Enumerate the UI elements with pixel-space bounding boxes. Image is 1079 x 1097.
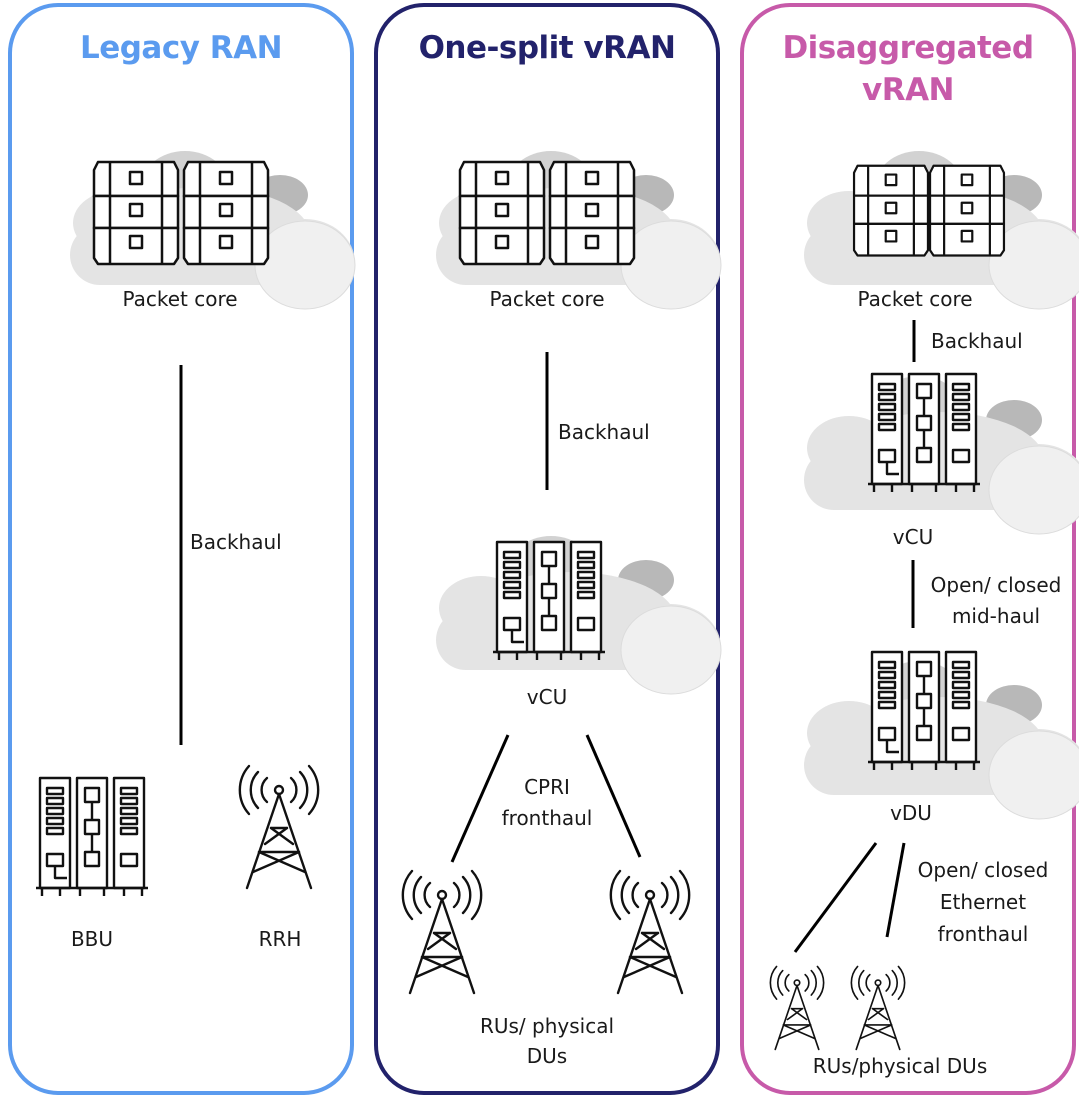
onesplit-rus-label-line2: DUs — [526, 1044, 568, 1068]
legacy-packet-core-label: Packet core — [122, 287, 238, 311]
disagg-fronthaul-label-line3: fronthaul — [937, 922, 1029, 946]
onesplit-database-icon-2 — [548, 160, 636, 266]
disagg-fronthaul-line-left — [793, 842, 878, 953]
disagg-midhaul-label-line1: Open/ closed — [930, 573, 1062, 597]
panel-disaggregated-frame — [740, 3, 1076, 1095]
disagg-vdu-label: vDU — [890, 801, 932, 825]
rrh-cell-tower-icon — [238, 764, 320, 890]
disagg-panel-title-line2: vRAN — [861, 72, 955, 108]
bbu-label: BBU — [70, 927, 114, 951]
onesplit-fronthaul-label-line2: fronthaul — [501, 806, 593, 830]
onesplit-fronthaul-line-left — [450, 734, 510, 863]
disagg-database-icon-2 — [928, 164, 1006, 257]
onesplit-fronthaul-label-line1: CPRI — [524, 775, 570, 799]
panel-legacy-frame — [8, 3, 354, 1095]
disagg-vcu-server-rack-icon — [866, 372, 982, 494]
legacy-database-icon-2 — [182, 160, 270, 266]
onesplit-packet-core-label: Packet core — [489, 287, 605, 311]
disagg-vcu-label: vCU — [892, 525, 934, 549]
disagg-rus-label: RUs/physical DUs — [812, 1054, 988, 1078]
panel-onesplit-frame — [374, 3, 720, 1095]
disagg-fronthaul-label-line2: Ethernet — [939, 890, 1027, 914]
disagg-backhaul-label: Backhaul — [931, 329, 1023, 353]
disagg-vdu-cloud-icon — [803, 660, 1079, 820]
disagg-fronthaul-label-line1: Open/ closed — [917, 858, 1049, 882]
disagg-vcu-cloud-icon — [803, 375, 1079, 535]
disagg-midhaul-label-line2: mid-haul — [951, 604, 1041, 628]
disagg-fronthaul-line-right — [885, 842, 906, 938]
onesplit-ru-cell-tower-icon-2 — [609, 869, 691, 995]
onesplit-ru-cell-tower-icon-1 — [401, 869, 483, 995]
onesplit-fronthaul-line-right — [585, 734, 642, 858]
onesplit-database-icon-1 — [458, 160, 546, 266]
onesplit-vcu-server-rack-icon — [491, 540, 607, 662]
disagg-packet-core-label: Packet core — [857, 287, 973, 311]
onesplit-panel-title: One-split vRAN — [418, 30, 676, 66]
disagg-ru-cell-tower-icon-2 — [850, 965, 906, 1051]
onesplit-backhaul-label: Backhaul — [558, 420, 650, 444]
onesplit-vcu-label: vCU — [526, 685, 568, 709]
legacy-database-icon-1 — [92, 160, 180, 266]
rrh-label: RRH — [258, 927, 302, 951]
legacy-backhaul-label: Backhaul — [190, 530, 282, 554]
disagg-vdu-server-rack-icon — [866, 650, 982, 772]
bbu-server-rack-icon — [34, 776, 150, 898]
legacy-panel-title: Legacy RAN — [79, 30, 283, 66]
disagg-ru-cell-tower-icon-1 — [769, 965, 825, 1051]
disagg-database-icon-1 — [852, 164, 930, 257]
disagg-panel-title-line1: Disaggregated — [782, 30, 1034, 66]
onesplit-rus-label-line1: RUs/ physical — [479, 1014, 615, 1038]
